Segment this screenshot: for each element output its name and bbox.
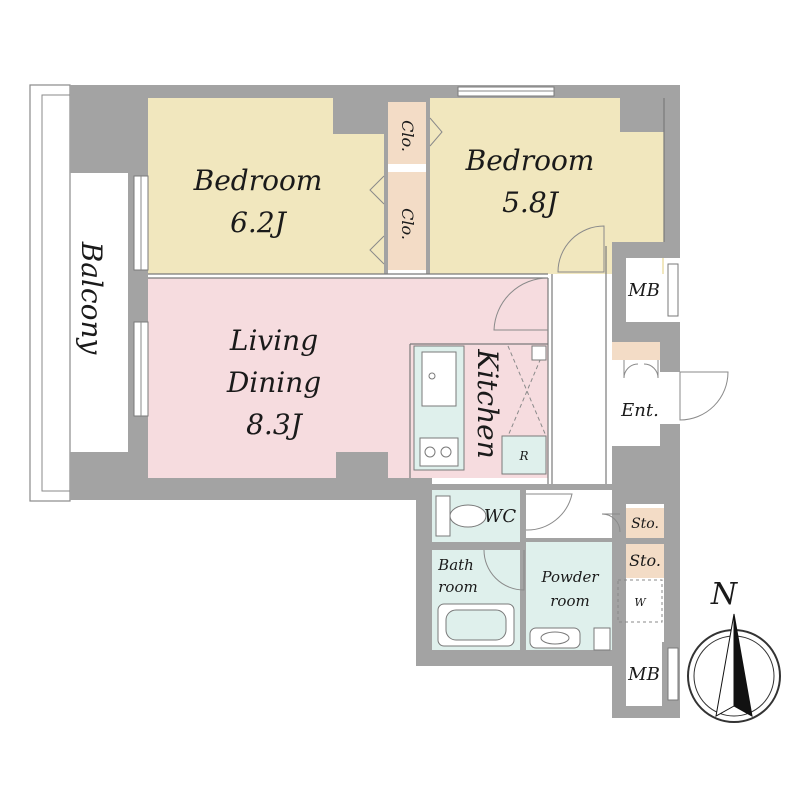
living-label-2: Dining	[226, 366, 321, 399]
balcony	[29, 84, 71, 502]
living-label-1: Living	[229, 324, 318, 357]
bedroom-1-name: Bedroom	[193, 164, 323, 197]
closet-2-floor	[388, 172, 426, 270]
mb-1-floor	[626, 258, 662, 322]
balcony-label: Balcony	[75, 241, 108, 356]
doors	[483, 225, 729, 591]
mb-2-label: MB	[627, 664, 660, 685]
kitchen-label: Kitchen	[471, 348, 504, 458]
compass-north-label: N	[710, 577, 739, 612]
living-size: 8.3J	[246, 408, 304, 441]
bath-label-2: room	[438, 578, 477, 596]
wc-label: WC	[484, 506, 517, 527]
storage-2-label: Sto.	[629, 551, 661, 570]
walls	[70, 85, 680, 718]
powder-label-2: room	[550, 592, 589, 610]
kitchen-fixtures	[413, 345, 547, 475]
partitions	[148, 98, 665, 484]
bedroom-2-name: Bedroom	[465, 144, 595, 177]
powder-label-1: Powder	[540, 568, 599, 586]
fridge-label: R	[518, 449, 528, 463]
bath-label-1: Bath	[437, 556, 474, 574]
windows	[133, 86, 679, 701]
storage-1-floor	[626, 508, 664, 538]
storage-1-label: Sto.	[631, 516, 659, 532]
storage-2-floor	[626, 544, 664, 578]
compass: N	[687, 577, 781, 723]
closet-2-label: Clo.	[398, 208, 417, 240]
bedroom-2-size: 5.8J	[502, 186, 560, 219]
mb-1-label: MB	[627, 280, 660, 301]
entrance-label: Ent.	[620, 400, 659, 421]
living-dining-floor	[148, 278, 548, 478]
entrance-storage-floor	[612, 342, 660, 360]
closet-markers	[369, 117, 443, 265]
mb-2-floor	[626, 642, 662, 706]
bedroom-1-size: 6.2J	[230, 206, 288, 239]
washer-label: W	[634, 596, 647, 609]
closet-1-floor	[388, 102, 426, 164]
wet-fixtures	[435, 495, 663, 651]
closet-1-label: Clo.	[398, 120, 417, 152]
